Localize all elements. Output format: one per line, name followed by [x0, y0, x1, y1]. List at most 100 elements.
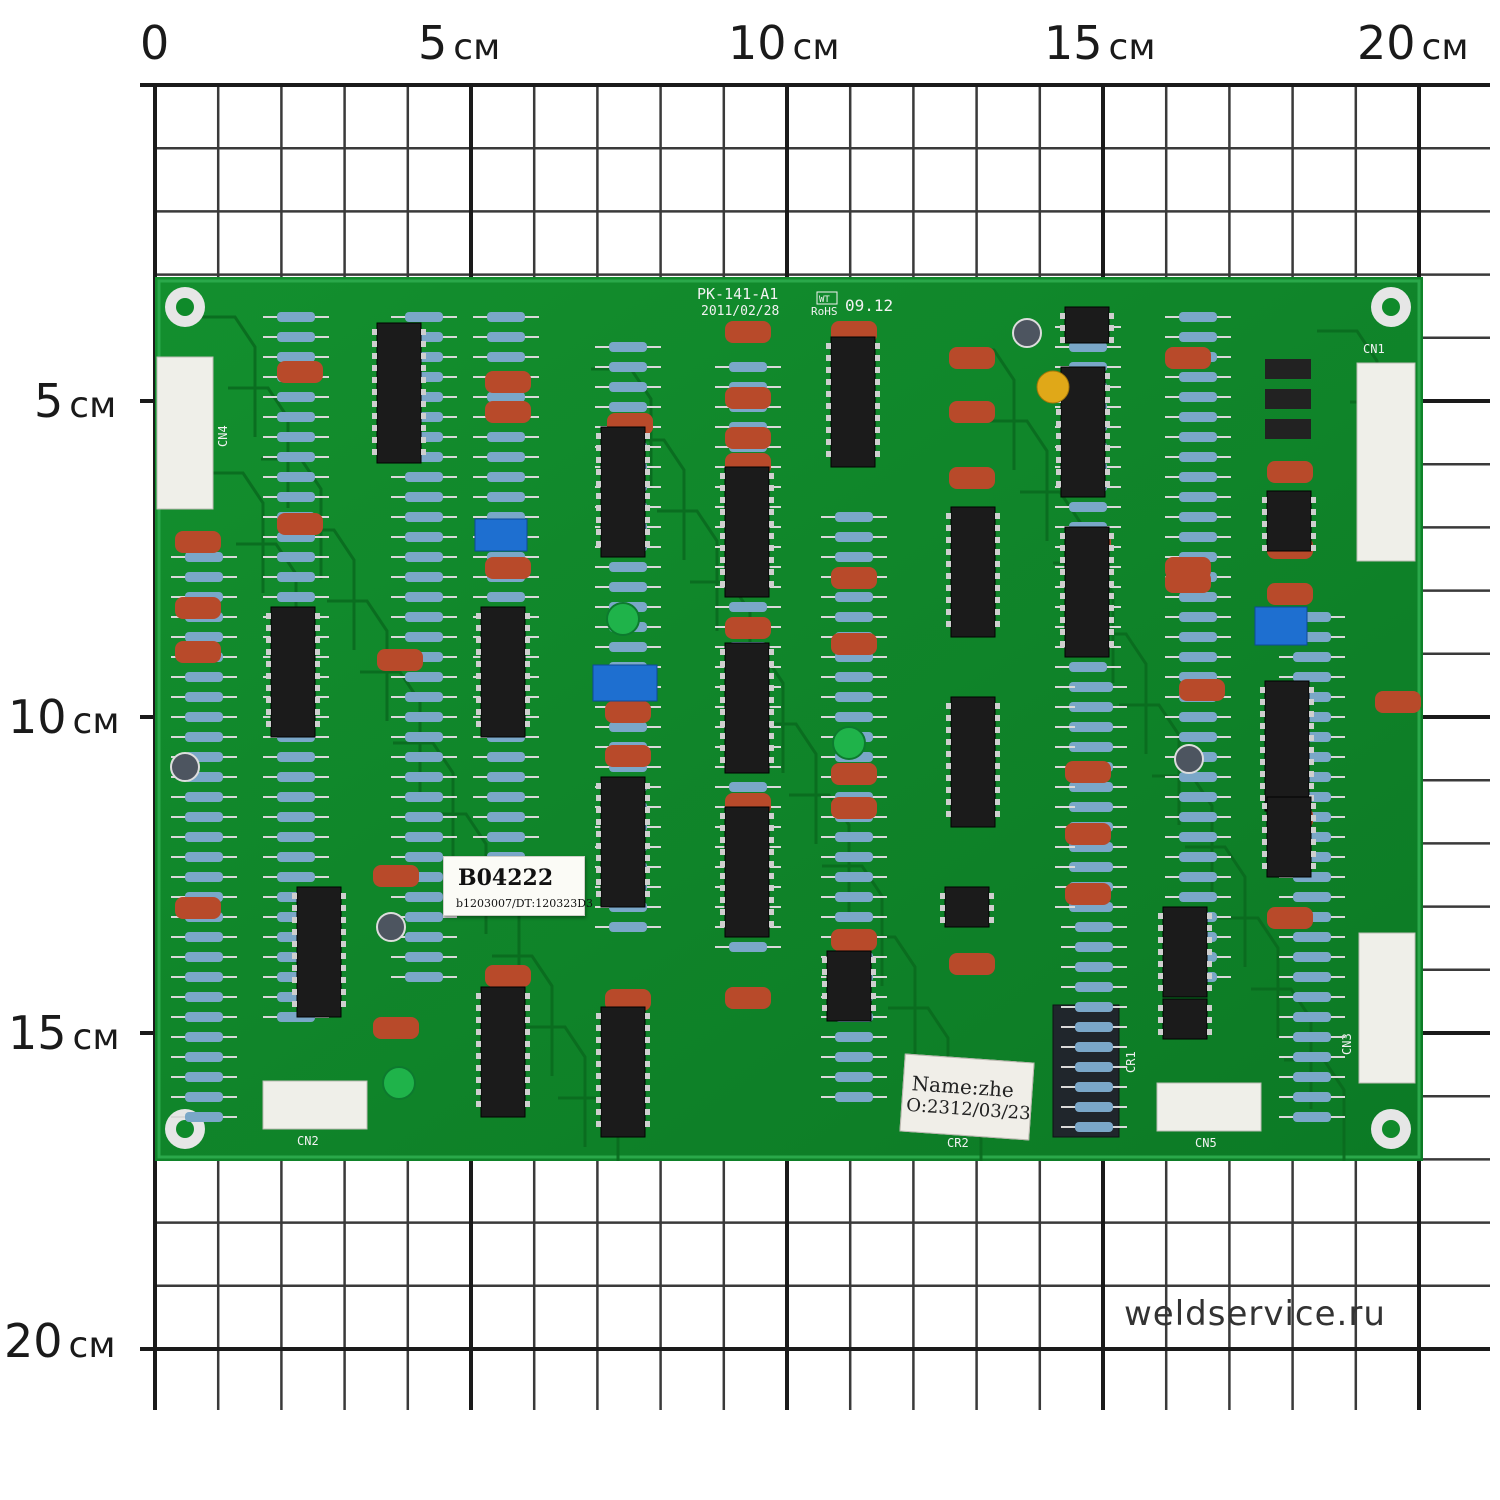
resistor	[473, 472, 539, 482]
resistor	[391, 572, 457, 582]
ic-u5	[596, 426, 650, 558]
film-capacitor	[949, 401, 995, 423]
trimmer-vr2	[592, 664, 658, 702]
resistor	[263, 792, 329, 802]
svg-text:CN5: CN5	[1195, 1136, 1217, 1150]
resistor	[1165, 832, 1231, 842]
resistor	[821, 532, 887, 542]
resistor	[1061, 1122, 1127, 1132]
ic-u15	[476, 986, 530, 1118]
resistor	[263, 452, 329, 462]
resistor	[171, 872, 237, 882]
resistor	[171, 732, 237, 742]
resistor	[1165, 392, 1231, 402]
resistor	[1165, 812, 1231, 822]
resistor	[595, 582, 661, 592]
resistor	[263, 312, 329, 322]
resistor	[473, 352, 539, 362]
film-capacitor	[485, 401, 531, 423]
resistor	[1279, 952, 1345, 962]
film-capacitor	[949, 953, 995, 975]
ic-u18	[1262, 796, 1316, 878]
ic-u20	[822, 950, 876, 1022]
ic-u16	[596, 1006, 650, 1138]
svg-text:CN1: CN1	[1363, 342, 1385, 356]
resistor	[473, 452, 539, 462]
film-capacitor	[725, 387, 771, 409]
resistor	[1165, 892, 1231, 902]
resistor	[1279, 652, 1345, 662]
resistor	[391, 752, 457, 762]
resistor	[821, 592, 887, 602]
resistor	[391, 972, 457, 982]
resistor	[821, 1092, 887, 1102]
svg-text:CN4: CN4	[216, 425, 230, 447]
resistor	[715, 942, 781, 952]
resistor	[473, 752, 539, 762]
film-capacitor	[1267, 461, 1313, 483]
resistor	[1055, 342, 1121, 352]
resistor	[473, 792, 539, 802]
resistor	[1279, 1112, 1345, 1122]
resistor	[1061, 942, 1127, 952]
film-capacitor	[1065, 761, 1111, 783]
svg-text:CR1: CR1	[1124, 1051, 1138, 1073]
film-capacitor	[831, 567, 877, 589]
resistor	[1061, 722, 1127, 732]
resistor	[263, 392, 329, 402]
inductors	[1265, 359, 1311, 439]
film-capacitor	[1267, 583, 1313, 605]
ic-u8	[720, 806, 774, 938]
resistor	[263, 592, 329, 602]
x-label-0: 0	[140, 16, 170, 70]
resistor	[263, 872, 329, 882]
resistor	[821, 552, 887, 562]
resistor	[821, 512, 887, 522]
film-capacitor	[725, 987, 771, 1009]
resistor	[595, 642, 661, 652]
resistor	[263, 492, 329, 502]
resistor	[473, 812, 539, 822]
resistor	[1165, 512, 1231, 522]
resistor	[821, 832, 887, 842]
resistor	[391, 732, 457, 742]
resistor	[171, 1092, 237, 1102]
resistor	[1165, 372, 1231, 382]
rohs-mark: RoHS	[811, 305, 838, 318]
resistor	[263, 852, 329, 862]
film-capacitor	[1165, 347, 1211, 369]
resistor	[715, 602, 781, 612]
film-capacitor	[831, 633, 877, 655]
watermark: weldservice.ru	[1124, 1294, 1386, 1334]
electrolytic-caps	[170, 318, 1204, 942]
resistor	[171, 792, 237, 802]
ic-u17	[1260, 680, 1314, 812]
film-capacitor	[1179, 679, 1225, 701]
resistor	[1061, 782, 1127, 792]
ic-u6	[720, 466, 774, 598]
resistor	[171, 1012, 237, 1022]
ic-u14	[596, 776, 650, 908]
resistor	[821, 712, 887, 722]
led-h2	[382, 1066, 416, 1100]
resistor	[1279, 992, 1345, 1002]
resistor	[171, 1072, 237, 1082]
resistor	[1061, 1002, 1127, 1012]
resistor	[391, 792, 457, 802]
film-capacitor	[831, 797, 877, 819]
resistor	[1061, 862, 1127, 872]
ic-u11	[946, 696, 1000, 828]
film-capacitor	[831, 763, 877, 785]
resistor	[263, 412, 329, 422]
resistor	[1279, 892, 1345, 902]
resistor	[595, 362, 661, 372]
svg-text:CN3: CN3	[1340, 1033, 1354, 1055]
film-capacitor	[373, 865, 419, 887]
resistor	[391, 312, 457, 322]
board-model: PK-141-A1	[697, 285, 778, 303]
batch-mark: 09.12	[845, 296, 893, 315]
resistor	[1061, 1042, 1127, 1052]
